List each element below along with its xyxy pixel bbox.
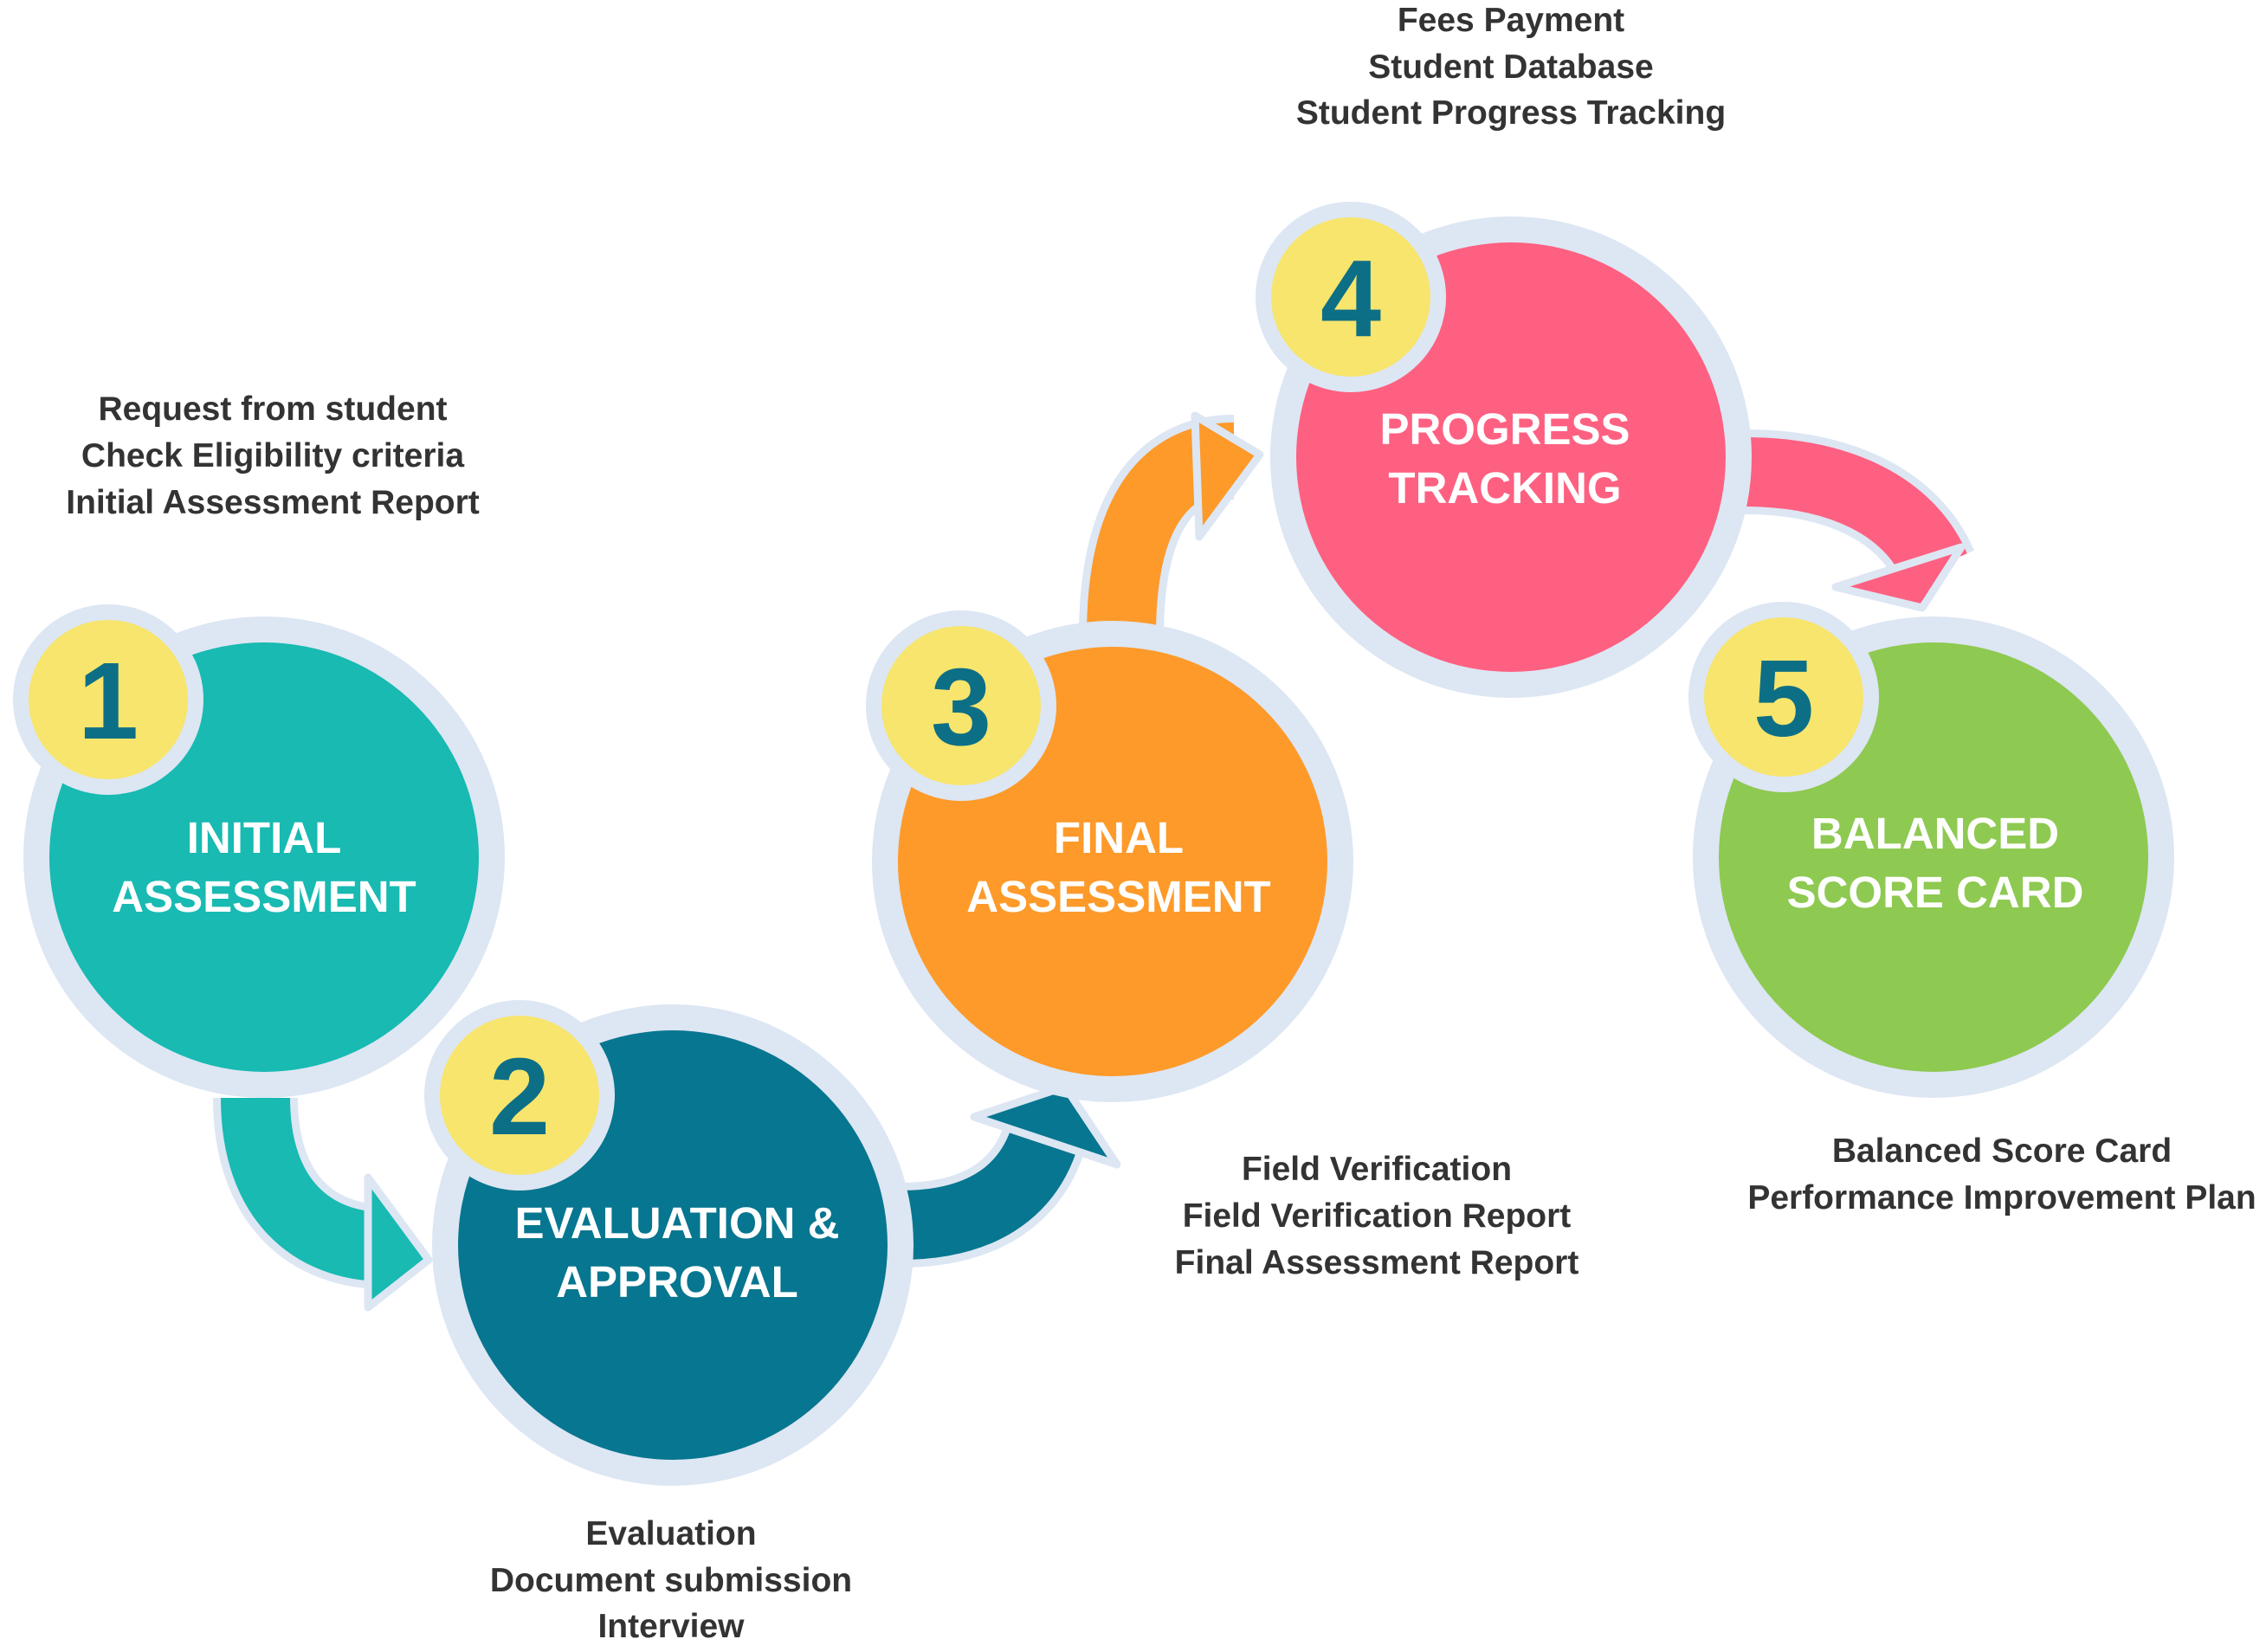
step-1-title-line-1: INITIAL	[187, 813, 341, 862]
step-2-note-1: Evaluation	[585, 1515, 756, 1552]
step-4-title-line-2: TRACKING	[1388, 463, 1621, 513]
step-5: BALANCED SCORE CARD 5 Balanced Score Car…	[1688, 602, 2256, 1216]
arrow-1-to-2	[213, 1096, 433, 1312]
step-4-badge	[1271, 217, 1430, 377]
arrow-3-to-4	[1079, 411, 1264, 637]
step-2-title-line-2: APPROVAL	[556, 1257, 798, 1307]
step-3-badge	[881, 626, 1041, 785]
step-1-note-2: Check Eligibility criteria	[81, 437, 464, 474]
step-1-title-line-2: ASSESSMENT	[112, 872, 416, 921]
step-3-title-line-1: FINAL	[1054, 813, 1184, 862]
step-2-number: 2	[489, 1036, 550, 1158]
step-5-badge	[1704, 617, 1863, 777]
step-3-title-line-2: ASSESSMENT	[966, 872, 1270, 921]
step-1-badge	[29, 620, 188, 779]
step-3-note-3: Final Assessment Report	[1175, 1244, 1579, 1281]
step-4: PROGRESS TRACKING 4 Fees Payment Student…	[1256, 2, 1752, 698]
step-3-note-2: Field Verification Report	[1183, 1197, 1572, 1235]
arrow-4-to-5	[1744, 429, 1975, 612]
step-3: FINAL ASSESSMENT 3 Field Verification Fi…	[866, 610, 1578, 1281]
step-5-title-line-2: SCORE CARD	[1787, 868, 2084, 917]
step-1-note-1: Request from student	[98, 390, 447, 428]
step-2-note-2: Document submission	[490, 1562, 852, 1599]
step-5-note-1: Balanced Score Card	[1832, 1133, 2172, 1170]
step-4-note-1: Fees Payment	[1398, 2, 1624, 39]
step-4-number: 4	[1320, 237, 1381, 359]
step-2-note-3: Interview	[597, 1608, 745, 1645]
step-4-title-line-1: PROGRESS	[1379, 404, 1630, 454]
step-5-number: 5	[1753, 637, 1814, 759]
step-2-title-line-1: EVALUATION &	[515, 1198, 840, 1248]
step-1-number: 1	[78, 640, 139, 762]
step-4-note-2: Student Database	[1368, 48, 1653, 86]
step-5-title-line-1: BALANCED	[1811, 809, 2059, 858]
step-5-note-2: Performance Improvement Plan	[1747, 1179, 2256, 1216]
step-2-badge	[440, 1016, 599, 1175]
step-2: EVALUATION & APPROVAL 2 Evaluation Docum…	[424, 1000, 914, 1645]
arrow-2-to-3	[899, 1082, 1121, 1268]
step-3-number: 3	[931, 646, 991, 768]
step-3-note-1: Field Verification	[1242, 1151, 1512, 1188]
step-1-note-3: Initial Assessment Report	[66, 484, 480, 521]
step-1: INITIAL ASSESSMENT 1 Request from studen…	[13, 390, 505, 1098]
step-4-note-3: Student Progress Tracking	[1296, 94, 1726, 132]
